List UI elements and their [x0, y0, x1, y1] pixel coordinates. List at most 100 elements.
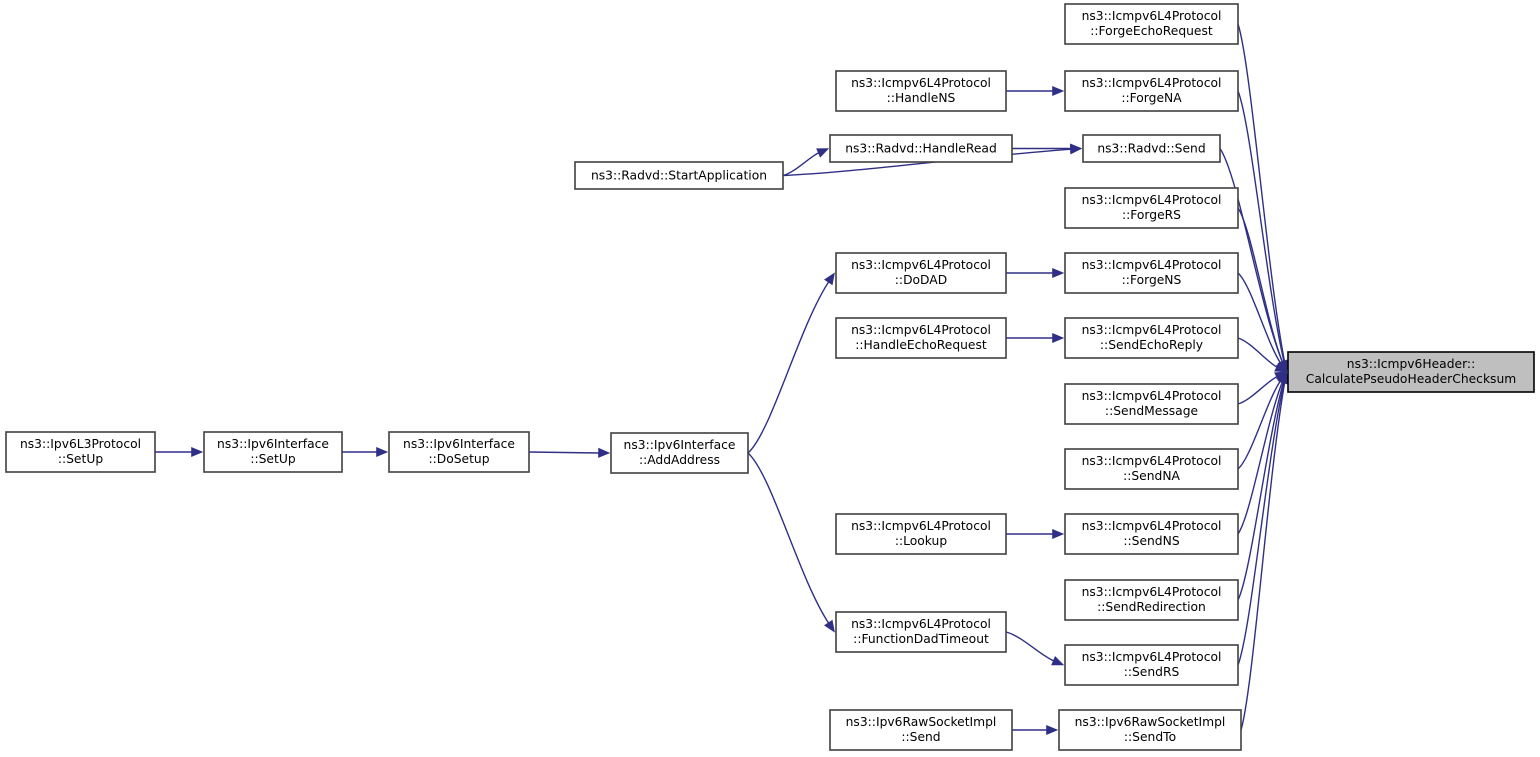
node-box	[835, 70, 1007, 112]
edge-arrowhead	[1051, 655, 1065, 666]
node-label-line1: ns3::Icmpv6L4Protocol	[1082, 258, 1222, 272]
node-box	[829, 134, 1013, 163]
node-label-line2: ::HandleEchoRequest	[855, 338, 987, 352]
graph-node-icmp_sendna[interactable]: ns3::Icmpv6L4Protocol::SendNA	[1064, 448, 1239, 490]
node-box	[5, 431, 156, 473]
node-label-line1: ns3::Icmpv6L4Protocol	[1082, 650, 1222, 664]
node-label-line1: ns3::Ipv6Interface	[403, 437, 515, 451]
edge-arrowhead	[1274, 362, 1288, 373]
node-label-line1: ns3::Icmpv6L4Protocol	[1082, 454, 1222, 468]
node-label-line2: ::ForgeNA	[1121, 91, 1182, 105]
node-box	[203, 431, 343, 473]
node-label-line1: ns3::Ipv6RawSocketImpl	[846, 715, 997, 729]
graph-node-icmp_dodad[interactable]: ns3::Icmpv6L4Protocol::DoDAD	[835, 252, 1007, 294]
graph-node-icmp_handlens[interactable]: ns3::Icmpv6L4Protocol::HandleNS	[835, 70, 1007, 112]
call-edge-ipv6if_addaddress-to-icmp_funcdad	[747, 452, 830, 625]
call-edge-icmp_sendrs-to-target_checksum	[1237, 381, 1285, 666]
graph-node-icmp_funcdad[interactable]: ns3::Icmpv6L4Protocol::FunctionDadTimeou…	[835, 611, 1007, 653]
node-label-line1: ns3::Icmpv6L4Protocol	[1082, 193, 1222, 207]
graph-node-icmp_sendns[interactable]: ns3::Icmpv6L4Protocol::SendNS	[1064, 513, 1239, 555]
node-box	[1064, 513, 1239, 555]
node-label-line2: ::SendRS	[1124, 665, 1180, 679]
node-label-line2: ::DoSetup	[428, 452, 489, 466]
node-box	[829, 709, 1013, 751]
node-label-line1: ns3::Icmpv6L4Protocol	[1082, 519, 1222, 533]
node-box	[1082, 134, 1221, 163]
node-label-line2: ::Lookup	[895, 534, 948, 548]
graph-node-radvd_startapp[interactable]: ns3::Radvd::StartApplication	[574, 161, 784, 190]
graph-node-icmp_forgers[interactable]: ns3::Icmpv6L4Protocol::ForgeRS	[1064, 187, 1239, 229]
graph-node-ipv6if_addaddress[interactable]: ns3::Ipv6Interface::AddAddress	[610, 432, 749, 474]
node-label-line1: ns3::Icmpv6Header::	[1347, 357, 1475, 371]
edge-arrowhead	[1070, 143, 1083, 154]
node-label-line1: ns3::Icmpv6L4Protocol	[1082, 9, 1222, 23]
node-label-line1: ns3::Icmpv6L4Protocol	[1082, 585, 1222, 599]
node-label-line1: ns3::Icmpv6L4Protocol	[851, 323, 991, 337]
graph-node-icmp_sendmessage[interactable]: ns3::Icmpv6L4Protocol::SendMessage	[1064, 383, 1239, 425]
call-edge-ipv6if_dosetup-to-ipv6if_addaddress	[528, 451, 600, 454]
edge-arrowhead	[1052, 332, 1065, 344]
call-edge-icmp_sendns-to-target_checksum	[1237, 380, 1284, 535]
node-label-line2: ::SendNS	[1123, 534, 1179, 548]
node-box	[1064, 187, 1239, 229]
node-box	[1064, 317, 1239, 359]
node-label-line2: ::Send	[901, 730, 940, 744]
graph-node-icmp_handleecho[interactable]: ns3::Icmpv6L4Protocol::HandleEchoRequest	[835, 317, 1007, 359]
call-edge-icmp_sendredir-to-target_checksum	[1237, 381, 1285, 601]
node-label-line2: ::FunctionDadTimeout	[853, 632, 989, 646]
node-label-line2: ::SendMessage	[1105, 404, 1198, 418]
edge-arrowhead	[1052, 267, 1065, 279]
node-label-line2: CalculatePseudoHeaderChecksum	[1306, 372, 1517, 386]
graph-node-rawsock_sendto[interactable]: ns3::Ipv6RawSocketImpl::SendTo	[1058, 709, 1242, 751]
graph-node-icmp_sendredir[interactable]: ns3::Icmpv6L4Protocol::SendRedirection	[1064, 579, 1239, 621]
call-edge-icmp_sendecho-to-target_checksum	[1237, 337, 1278, 369]
call-edge-icmp_forgeecho-to-target_checksum	[1237, 23, 1286, 363]
node-label-line2: ::SendRedirection	[1097, 600, 1206, 614]
node-box	[1064, 448, 1239, 490]
call-edge-radvd_startapp-to-radvd_send	[782, 148, 1072, 177]
edge-arrowhead	[1046, 724, 1059, 736]
call-edge-ipv6if_addaddress-to-icmp_dodad	[747, 280, 830, 454]
node-box	[835, 611, 1007, 653]
node-label-line2: ::AddAddress	[639, 453, 720, 467]
node-label-line1: ns3::Ipv6L3Protocol	[20, 437, 141, 451]
call-edge-radvd_startapp-to-radvd_handleread	[782, 151, 820, 177]
graph-node-icmp_lookup[interactable]: ns3::Icmpv6L4Protocol::Lookup	[835, 513, 1007, 555]
graph-node-icmp_forgena[interactable]: ns3::Icmpv6L4Protocol::ForgeNA	[1064, 70, 1239, 112]
node-label-line2: ::ForgeRS	[1122, 208, 1181, 222]
graph-node-radvd_send[interactable]: ns3::Radvd::Send	[1082, 134, 1221, 163]
node-box-highlighted	[1287, 351, 1535, 393]
node-label-line1: ns3::Ipv6RawSocketImpl	[1075, 715, 1226, 729]
node-box	[1064, 70, 1239, 112]
node-box	[1064, 3, 1239, 45]
graph-node-icmp_forgens[interactable]: ns3::Icmpv6L4Protocol::ForgeNS	[1064, 252, 1239, 294]
call-edge-icmp_forgens-to-target_checksum	[1237, 272, 1282, 365]
graph-node-radvd_handleread[interactable]: ns3::Radvd::HandleRead	[829, 134, 1013, 163]
node-label-line2: ::ForgeEchoRequest	[1090, 24, 1213, 38]
node-label-line1: ns3::Ipv6Interface	[217, 437, 329, 451]
graph-node-icmp_forgeecho[interactable]: ns3::Icmpv6L4Protocol::ForgeEchoRequest	[1064, 3, 1239, 45]
node-box	[1064, 252, 1239, 294]
call-edge-icmp_funcdad-to-icmp_sendrs	[1005, 631, 1055, 662]
edge-arrowhead	[824, 619, 835, 633]
node-label-line1: ns3::Icmpv6L4Protocol	[1082, 323, 1222, 337]
node-label-line1: ns3::Icmpv6L4Protocol	[851, 519, 991, 533]
call-edge-icmp_sendna-to-target_checksum	[1237, 379, 1282, 470]
node-box	[610, 432, 749, 474]
node-label-line2: ::SendNA	[1123, 469, 1180, 483]
node-label-line1: ns3::Icmpv6L4Protocol	[851, 76, 991, 90]
graph-node-icmp_sendrs[interactable]: ns3::Icmpv6L4Protocol::SendRS	[1064, 644, 1239, 686]
graph-node-rawsock_send[interactable]: ns3::Ipv6RawSocketImpl::Send	[829, 709, 1013, 751]
edge-arrowhead	[1052, 85, 1065, 97]
graph-node-ipv6l3_setup[interactable]: ns3::Ipv6L3Protocol::SetUp	[5, 431, 156, 473]
graph-node-ipv6if_setup[interactable]: ns3::Ipv6Interface::SetUp	[203, 431, 343, 473]
node-box	[388, 431, 530, 473]
graph-node-ipv6if_dosetup[interactable]: ns3::Ipv6Interface::DoSetup	[388, 431, 530, 473]
node-box	[1064, 579, 1239, 621]
graph-node-icmp_sendecho[interactable]: ns3::Icmpv6L4Protocol::SendEchoReply	[1064, 317, 1239, 359]
node-box	[1064, 644, 1239, 686]
graph-node-target_checksum[interactable]: ns3::Icmpv6Header::CalculatePseudoHeader…	[1287, 351, 1535, 393]
call-edge-icmp_forgers-to-target_checksum	[1237, 207, 1284, 364]
